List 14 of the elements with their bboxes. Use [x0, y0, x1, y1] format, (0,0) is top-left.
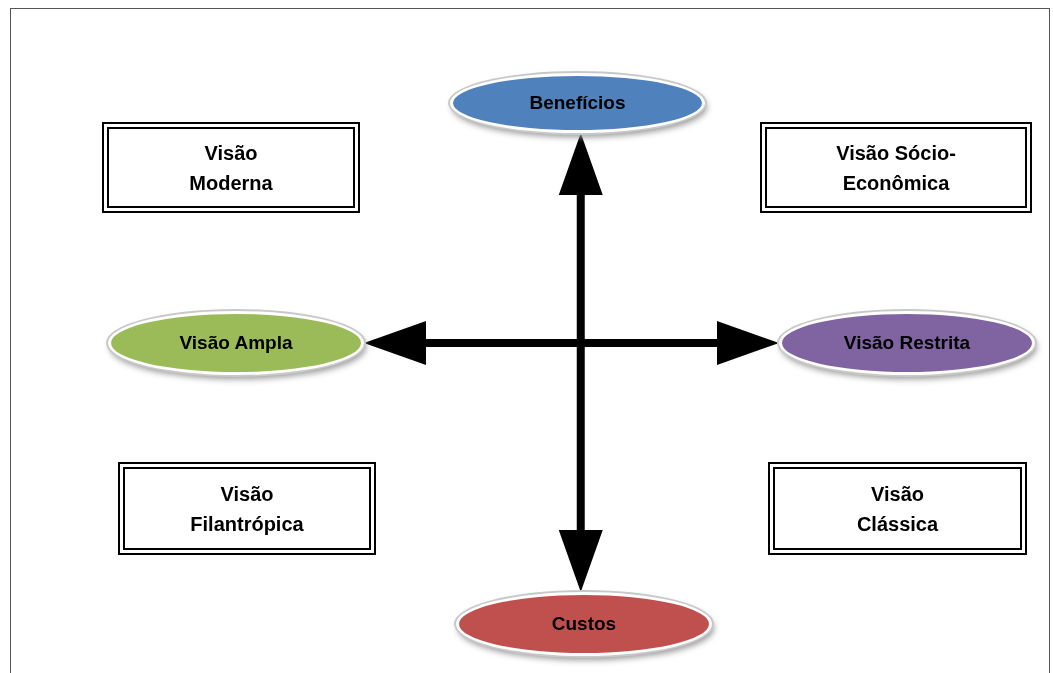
double-border-box [118, 462, 376, 555]
node-label: Visão Clássica [855, 481, 940, 537]
double-headed-arrow [558, 133, 603, 592]
node-label: Visão Ampla [178, 331, 294, 355]
double-border-box [768, 462, 1027, 555]
node-label: Visão Moderna [188, 140, 274, 196]
node-label: Visão Sócio-Econômica [835, 140, 957, 196]
node-label: Visão Restrita [842, 331, 972, 355]
double-border-box [102, 122, 360, 213]
node-label: Custos [550, 612, 618, 636]
node-label: Visão Filantrópica [189, 481, 305, 537]
node-label: Benefícios [528, 91, 627, 115]
double-border-box [760, 122, 1032, 213]
double-headed-arrow [364, 321, 779, 365]
